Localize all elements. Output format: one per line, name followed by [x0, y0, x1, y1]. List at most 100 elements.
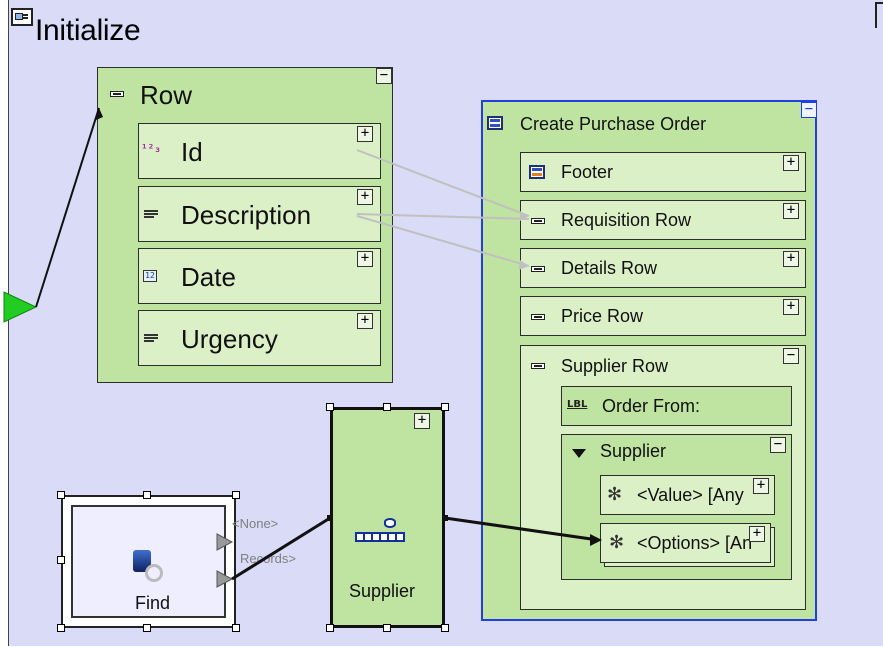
- date-field-icon: 12: [143, 270, 157, 282]
- window-icon: [11, 8, 33, 26]
- wire-description-details[interactable]: [356, 215, 530, 267]
- start-arrow-icon[interactable]: [3, 291, 38, 323]
- row-icon: [531, 266, 545, 272]
- wire-endpoint: [442, 515, 448, 521]
- selection-handle[interactable]: [383, 403, 391, 411]
- field-description[interactable]: Description +: [138, 186, 381, 242]
- row-label: Row: [140, 80, 193, 110]
- selection-handle[interactable]: [232, 624, 240, 632]
- order-from-label-item[interactable]: LBL Order From:: [561, 386, 792, 426]
- supplier-node[interactable]: + Supplier: [330, 407, 445, 628]
- field-date[interactable]: 12 Date +: [138, 248, 381, 304]
- price-row-label: Price Row: [561, 306, 644, 326]
- supplier-node-label: Supplier: [349, 581, 416, 601]
- selection-handle[interactable]: [326, 624, 334, 632]
- wire-supplier-options[interactable]: [444, 516, 599, 542]
- row-icon: [531, 363, 545, 369]
- port-records-label: Records>: [240, 551, 296, 566]
- arrow-head: [590, 534, 602, 546]
- dropdown-icon: [572, 449, 586, 458]
- label-icon: LBL: [567, 399, 588, 410]
- field-urgency-label: Urgency: [181, 324, 278, 354]
- field-id-expand[interactable]: +: [357, 126, 373, 142]
- supplier-dropdown-label: Supplier: [600, 441, 667, 461]
- footer-label: Footer: [561, 162, 614, 182]
- selection-handle[interactable]: [441, 624, 449, 632]
- purchase-order-form[interactable]: − Create Purchase Order Footer + Requisi…: [481, 100, 817, 621]
- data-source-icon: [384, 518, 396, 528]
- record-set-icon: [355, 532, 405, 542]
- selection-handle[interactable]: [57, 556, 65, 564]
- field-description-expand[interactable]: +: [357, 189, 373, 205]
- requisition-row-label: Requisition Row: [561, 210, 692, 230]
- port-none-icon[interactable]: [216, 533, 234, 551]
- footer-icon: [529, 165, 545, 179]
- field-urgency-expand[interactable]: +: [357, 313, 373, 329]
- selection-handle[interactable]: [441, 403, 449, 411]
- value-label: <Value> [Any: [637, 485, 744, 505]
- options-label: <Options> [An: [637, 533, 753, 553]
- footer-item[interactable]: Footer +: [520, 152, 806, 192]
- selection-handle[interactable]: [57, 624, 65, 632]
- field-id[interactable]: ¹²₃ Id +: [138, 123, 381, 179]
- arrow-head: [520, 211, 529, 221]
- wire-records-supplier[interactable]: [231, 516, 331, 581]
- field-description-label: Description: [181, 200, 312, 230]
- text-lines-icon: [144, 209, 158, 219]
- row-collapse-toggle[interactable]: −: [376, 68, 392, 84]
- supplier-dropdown-collapse[interactable]: −: [770, 437, 786, 453]
- options-expand[interactable]: +: [749, 526, 765, 542]
- supplier-dropdown-group[interactable]: Supplier − ✻ <Value> [Any + ✻ <Options> …: [561, 434, 792, 580]
- row-group[interactable]: − Row ¹²₃ Id + Description + 12 Date + U…: [97, 67, 393, 383]
- requisition-row-item[interactable]: Requisition Row +: [520, 200, 806, 240]
- selection-handle[interactable]: [57, 491, 65, 499]
- form-icon: [487, 116, 503, 130]
- selection-handle[interactable]: [326, 403, 334, 411]
- collapse-corner[interactable]: [875, 2, 883, 28]
- selection-handle[interactable]: [232, 491, 240, 499]
- footer-expand[interactable]: +: [783, 155, 799, 171]
- start-wire[interactable]: [35, 107, 100, 308]
- wire-endpoint: [327, 515, 333, 521]
- purchase-order-collapse[interactable]: −: [801, 102, 817, 118]
- value-expand[interactable]: +: [753, 478, 769, 494]
- supplier-row-group[interactable]: Supplier Row − LBL Order From: Supplier …: [520, 345, 806, 610]
- find-node-frame[interactable]: Find: [61, 495, 236, 628]
- asterisk-icon: ✻: [609, 532, 625, 552]
- requisition-row-expand[interactable]: +: [783, 203, 799, 219]
- port-none-label: <None>: [232, 516, 279, 531]
- supplier-node-expand[interactable]: +: [414, 413, 430, 429]
- details-row-item[interactable]: Details Row +: [520, 248, 806, 288]
- field-urgency[interactable]: Urgency +: [138, 310, 381, 366]
- details-row-expand[interactable]: +: [783, 251, 799, 267]
- arrow-head: [96, 108, 103, 120]
- options-item[interactable]: ✻ <Options> [An +: [600, 523, 771, 563]
- selection-handle[interactable]: [143, 491, 151, 499]
- search-icon: [145, 564, 163, 582]
- details-row-label: Details Row: [561, 258, 658, 278]
- price-row-item[interactable]: Price Row +: [520, 296, 806, 336]
- text-lines-icon: [144, 333, 158, 343]
- supplier-row-collapse[interactable]: −: [783, 348, 799, 364]
- selection-handle[interactable]: [143, 624, 151, 632]
- port-records-icon[interactable]: [216, 570, 234, 588]
- purchase-order-label: Create Purchase Order: [520, 114, 707, 134]
- supplier-row-label: Supplier Row: [561, 356, 669, 376]
- row-icon: [110, 91, 124, 97]
- arrow-head: [519, 260, 529, 270]
- container-title: Initialize: [35, 14, 141, 47]
- price-row-expand[interactable]: +: [783, 299, 799, 315]
- row-icon: [531, 314, 545, 320]
- field-date-expand[interactable]: +: [357, 251, 373, 267]
- wire-id-requisition[interactable]: [356, 149, 530, 217]
- find-node[interactable]: Find: [71, 505, 226, 618]
- value-item[interactable]: ✻ <Value> [Any +: [600, 475, 775, 515]
- find-label: Find: [135, 593, 171, 613]
- field-date-label: Date: [181, 262, 236, 292]
- selection-handle[interactable]: [383, 624, 391, 632]
- number-icon: ¹²₃: [141, 142, 161, 155]
- row-icon: [531, 218, 545, 224]
- wire-description-requisition[interactable]: [356, 213, 530, 220]
